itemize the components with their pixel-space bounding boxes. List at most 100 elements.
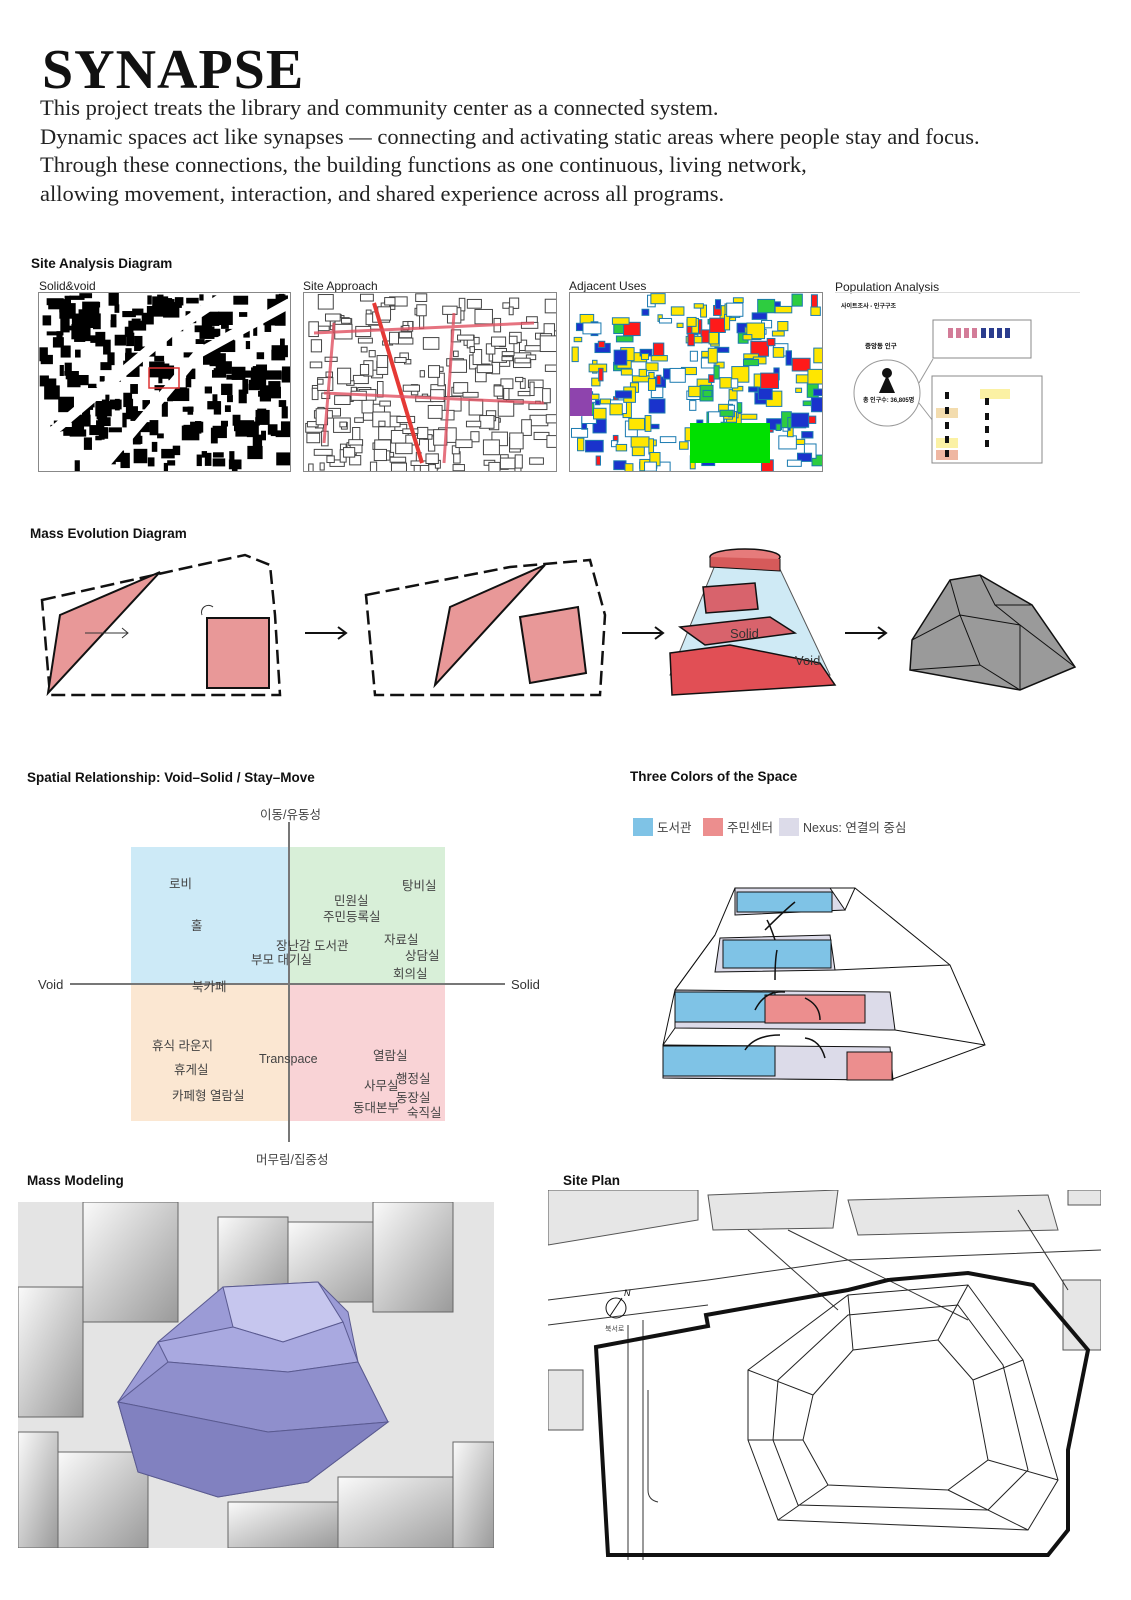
population-subtitle: 사이트조사 - 인구구조 (841, 304, 897, 310)
map-block (99, 376, 105, 382)
map-block (352, 374, 369, 385)
map-block (378, 420, 386, 427)
map-block (437, 372, 445, 387)
map-block (187, 406, 194, 415)
map-block (624, 463, 634, 471)
map-block (220, 420, 229, 427)
quadrant-solid-move (289, 847, 445, 984)
program-label: 동대본부 (353, 1101, 400, 1115)
site-analysis-heading: Site Analysis Diagram (31, 256, 173, 271)
map-block (92, 313, 101, 330)
map-block (508, 306, 514, 316)
map-block (708, 331, 719, 345)
map-block (573, 336, 583, 343)
mass-model-render (18, 1202, 494, 1548)
map-block (238, 389, 247, 404)
mass-evolution-diagram: Solid Void (40, 548, 1077, 697)
step-1 (40, 553, 282, 697)
map-block (368, 350, 376, 358)
map-block (491, 361, 501, 375)
map-block (514, 454, 523, 469)
program-label: 로비 (169, 877, 193, 891)
map-block (62, 316, 67, 329)
map-block (689, 350, 698, 362)
map-block (81, 408, 91, 423)
spatial-heading: Spatial Relationship: Void–Solid / Stay–… (27, 770, 315, 785)
map-block (123, 392, 133, 408)
map-block (224, 405, 231, 412)
map-block (503, 387, 510, 400)
map-block (791, 293, 803, 307)
map-block (107, 352, 115, 366)
map-block (124, 326, 134, 337)
map-block (528, 403, 548, 411)
map-block (778, 435, 797, 450)
program-label: 카페형 열람실 (172, 1089, 245, 1103)
program-label: 홀 (191, 919, 203, 933)
map-block (168, 365, 175, 381)
map-block (610, 440, 618, 448)
map-block (157, 433, 164, 439)
map-block (46, 331, 64, 336)
map-block (428, 464, 438, 471)
map-block (64, 370, 79, 376)
map-block (310, 339, 323, 353)
map-block (398, 331, 413, 339)
map-block (577, 437, 585, 452)
adjacent-uses-map (569, 292, 823, 472)
map-block (359, 293, 374, 302)
map-block (731, 366, 750, 383)
map-block (100, 362, 112, 371)
map-block (479, 415, 495, 429)
map-block (157, 294, 164, 309)
map-block (474, 308, 493, 325)
intro-line: Through these connections, the building … (40, 152, 807, 177)
map-block (641, 353, 650, 361)
map-block (256, 364, 268, 377)
axis-right-label: Solid (511, 977, 540, 992)
map-block (757, 386, 773, 401)
map-block (252, 434, 263, 449)
map-block (132, 429, 141, 445)
map-block (74, 460, 80, 471)
map-block (278, 400, 287, 407)
map-block (280, 421, 290, 434)
map-block (585, 439, 604, 453)
program-label: 동장실 (396, 1091, 431, 1105)
map-block (233, 419, 239, 432)
map-block (732, 297, 744, 303)
program-label: 사무실 (364, 1079, 399, 1093)
map-block (359, 363, 370, 376)
map-block (163, 306, 180, 318)
map-block (253, 321, 258, 336)
map-block (620, 368, 633, 376)
map-block (247, 445, 263, 460)
map-block (546, 435, 556, 448)
map-block (515, 376, 524, 383)
map-block (482, 439, 500, 456)
map-block (419, 314, 425, 330)
map-block (595, 399, 601, 406)
program-label: Transpace (259, 1052, 318, 1066)
north-arrow-icon (605, 1297, 627, 1319)
map-block (466, 298, 482, 309)
map-block (309, 361, 323, 369)
map-block (190, 421, 204, 433)
map-block (611, 317, 630, 325)
map-block (497, 400, 515, 417)
map-block (95, 331, 106, 347)
map-block (529, 381, 535, 397)
map-block (679, 441, 689, 450)
map-block (422, 337, 440, 350)
map-block (743, 353, 759, 360)
map-block (615, 443, 628, 452)
map-block (154, 355, 165, 362)
map-block (395, 442, 413, 455)
arrow-icon (305, 626, 348, 640)
program-label: 자료실 (384, 933, 419, 947)
map-block (271, 349, 286, 361)
panel-label-adjacent-uses: Adjacent Uses (569, 279, 647, 293)
map-block (167, 392, 173, 402)
map-block (379, 400, 391, 407)
map-block (645, 362, 659, 372)
